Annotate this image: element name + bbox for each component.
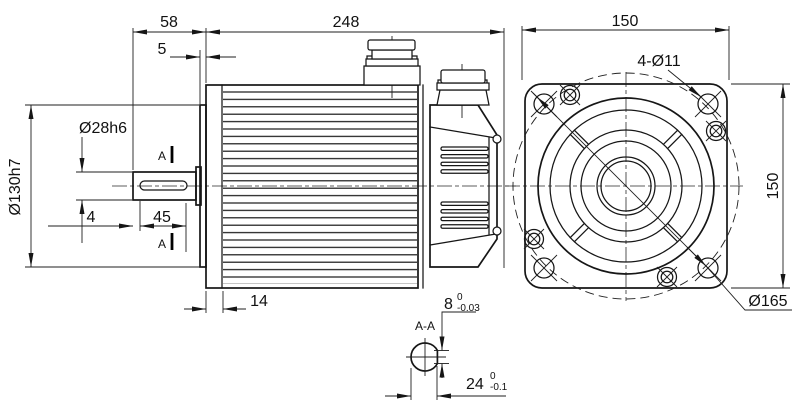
dim-mounting-holes: 4-Ø11 (637, 53, 702, 98)
housing-circle (537, 97, 715, 275)
vent-slots (440, 146, 489, 229)
dim-pilot-diameter: Ø130h7 (7, 104, 202, 268)
dim-shaft-length: 58 (132, 14, 207, 170)
dim-24-value: 24 (466, 376, 484, 393)
dim-bolt-circle: Ø165 (536, 96, 792, 311)
section-title: A-A (415, 319, 435, 333)
dim-key-width: 8 0 -0.03 (439, 292, 480, 378)
rear-endbell (429, 104, 502, 268)
section-mark-bottom: A (158, 237, 166, 251)
bolt-circle (512, 72, 740, 300)
cover-screw-bottom-right (656, 266, 678, 288)
dim-key-offset: 4 (48, 209, 133, 229)
dim-8-value: 8 (444, 296, 453, 313)
endbell-screw-bottom (492, 226, 502, 236)
cover-screw-bottom-left (523, 228, 545, 250)
front-view: 150 150 4-Ø11 Ø165 (505, 13, 792, 311)
mounting-flange (524, 83, 728, 289)
cover-screw-top-left (559, 84, 581, 106)
web-spokes (569, 129, 683, 243)
dim-key-height: 24 0 -0.1 (385, 366, 508, 400)
dim-24-upper-tol: 0 (490, 371, 496, 382)
holes-callout-label: 4-Ø11 (637, 53, 680, 70)
motor-body (205, 84, 424, 289)
dim-endcap-width: 14 (184, 291, 268, 313)
dim-28h6-label: Ø28h6 (79, 120, 127, 137)
dim-14-label: 14 (250, 293, 268, 310)
dim-flange-height: 150 (731, 83, 790, 289)
keyway (139, 180, 188, 191)
bolt-circle-label: Ø165 (748, 293, 787, 310)
section-cut-marks: A A (158, 146, 174, 251)
section-view-aa: A-A 8 0 -0.03 24 0 -0.1 (385, 292, 508, 400)
shaft-shoulder (195, 166, 202, 206)
dim-58-label: 58 (160, 14, 178, 31)
section-mark-top: A (158, 149, 166, 163)
dim-4-label: 4 (87, 209, 96, 226)
mounting-hole-bottom-left (530, 254, 558, 282)
dim-pilot-depth: 5 (158, 41, 236, 104)
endbell-screw-top (492, 134, 502, 144)
dim-key-length: 45 (139, 201, 187, 252)
dim-45-label: 45 (153, 209, 171, 226)
dim-8-lower-tol: -0.03 (457, 303, 480, 314)
shaft-cross-section (410, 342, 439, 372)
encoder-connector (436, 64, 490, 118)
cover-circle (549, 109, 703, 263)
dim-150-top-label: 150 (612, 13, 639, 30)
dim-flange-width: 150 (521, 13, 730, 80)
pilot-boss-circle (580, 140, 672, 232)
power-connector (363, 36, 421, 98)
dim-5-label: 5 (158, 41, 167, 58)
shaft-hole-outer (596, 156, 656, 216)
dim-130h7-label: Ø130h7 (7, 158, 24, 215)
side-view: 58 248 5 Ø130h7 (7, 14, 516, 313)
cooling-fins (223, 89, 417, 284)
dim-shaft-diameter: Ø28h6 (76, 120, 132, 243)
cover-screw-top-right (705, 120, 727, 142)
dim-body-length: 248 (206, 14, 505, 268)
dim-8-upper-tol: 0 (457, 292, 463, 303)
dim-248-label: 248 (333, 14, 360, 31)
inner-ring (569, 129, 683, 243)
shaft-hole-inner (600, 160, 652, 212)
cover-screws (523, 84, 727, 288)
dim-24-lower-tol: -0.1 (490, 382, 508, 393)
diagonal-centerline (532, 92, 713, 273)
dim-150-right-label: 150 (765, 173, 782, 200)
